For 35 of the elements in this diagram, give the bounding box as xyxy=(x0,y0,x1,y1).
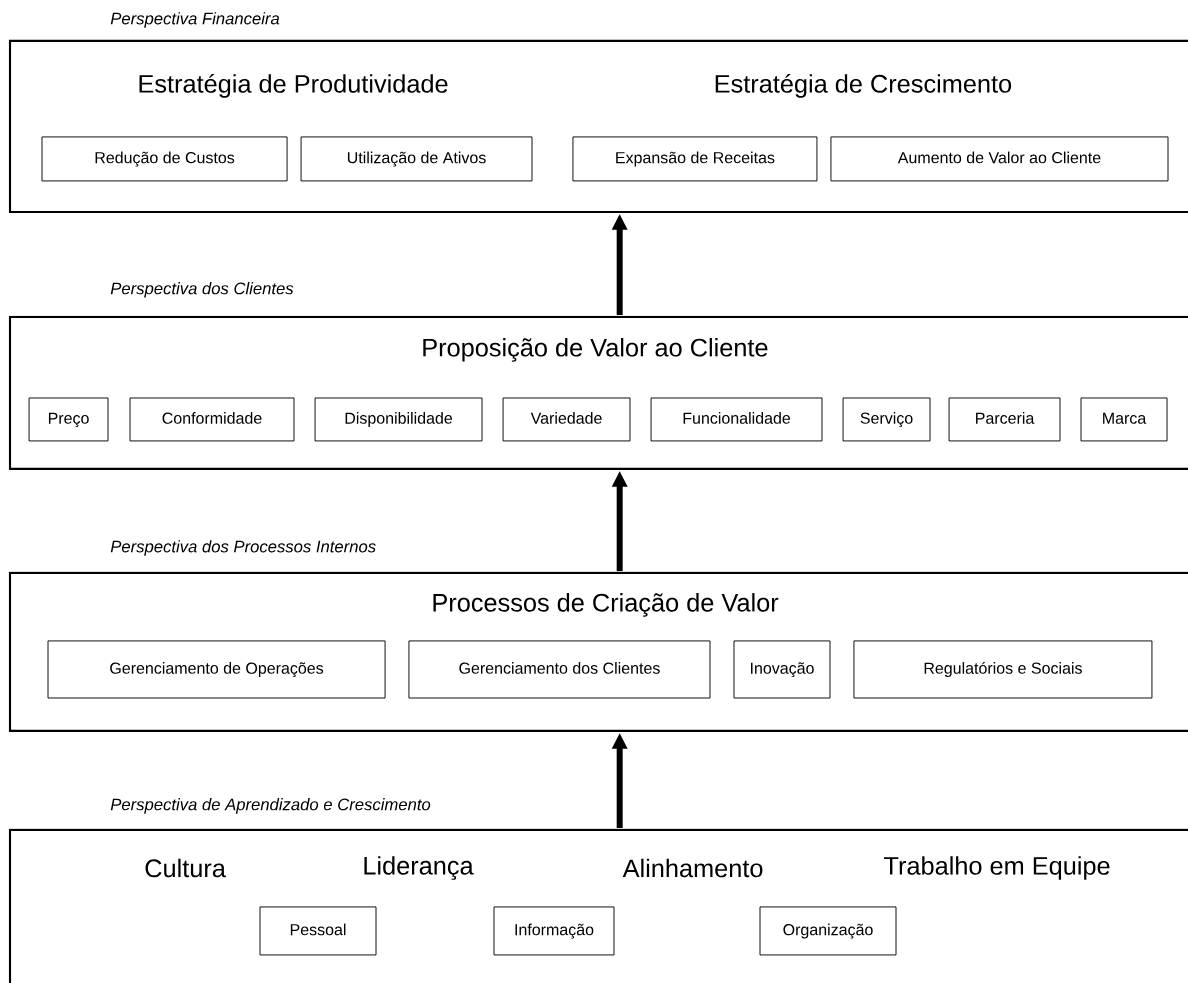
perspective-title: Perspectiva dos Clientes xyxy=(110,282,294,298)
perspective-title: Perspectiva de Aprendizado e Crescimento xyxy=(110,798,431,814)
panel-heading: Alinhamento xyxy=(622,858,763,878)
item-box: Conformidade xyxy=(129,397,295,442)
panel-heading: Estratégia de Produtividade xyxy=(139,73,448,98)
panel-heading: Cultura xyxy=(145,858,226,878)
item-box: Gerenciamento de Operações xyxy=(47,640,386,699)
panel-heading: Processos de Criação de Valor xyxy=(433,593,779,617)
item-box: Pessoal xyxy=(259,906,377,956)
panel-heading: Estratégia de Crescimento xyxy=(715,73,1012,98)
panel-heading: Trabalho em Equipe xyxy=(884,856,1110,880)
item-box: Marca xyxy=(1080,397,1168,442)
panel-heading: Liderança xyxy=(364,856,474,880)
item-box: Utilização de Ativos xyxy=(300,136,533,182)
item-box: Redução de Custos xyxy=(41,136,288,182)
item-box: Variedade xyxy=(502,397,631,442)
item-box: Organização xyxy=(759,906,897,956)
item-box: Serviço xyxy=(842,397,931,442)
panel-heading: Proposição de Valor ao Cliente xyxy=(423,338,768,362)
item-box: Aumento de Valor ao Cliente xyxy=(830,136,1169,182)
perspective-panel xyxy=(8,540,1188,733)
item-box: Disponibilidade xyxy=(314,397,483,442)
perspective-panel xyxy=(8,798,1188,983)
item-box: Preço xyxy=(28,397,109,442)
perspective-panel xyxy=(8,282,1188,471)
item-box: Inovação xyxy=(733,640,831,699)
item-box: Funcionalidade xyxy=(650,397,823,442)
item-box: Gerenciamento dos Clientes xyxy=(408,640,711,699)
item-box: Informação xyxy=(493,906,615,956)
perspective-title: Perspectiva dos Processos Internos xyxy=(110,540,376,556)
perspective-panel xyxy=(8,12,1188,214)
item-box: Regulatórios e Sociais xyxy=(853,640,1153,699)
item-box: Expansão de Receitas xyxy=(572,136,818,182)
item-box: Parceria xyxy=(948,397,1061,442)
perspective-title: Perspectiva Financeira xyxy=(110,12,280,28)
